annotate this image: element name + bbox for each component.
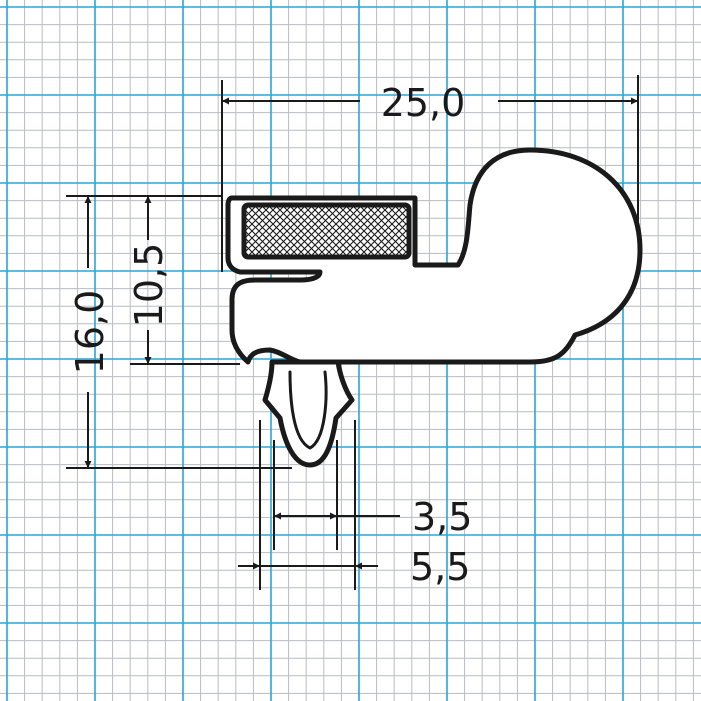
anchor-dart-inner (288, 370, 328, 450)
anchor-dart (262, 359, 355, 468)
magnet-strip (241, 202, 412, 260)
dimension-outer-width (238, 420, 378, 590)
gasket-profile (225, 147, 643, 468)
label-overall-height: 16,0 (68, 290, 112, 375)
label-outer-width: 5,5 (410, 545, 470, 589)
dimension-inner-width (273, 440, 400, 550)
label-inner-width: 3,5 (412, 495, 472, 539)
dimension-overall-height (66, 195, 292, 469)
dimension-overall-width (221, 75, 639, 272)
dimension-upper-height (130, 196, 240, 365)
label-overall-width: 25,0 (381, 81, 466, 125)
label-upper-height: 10,5 (127, 243, 171, 328)
